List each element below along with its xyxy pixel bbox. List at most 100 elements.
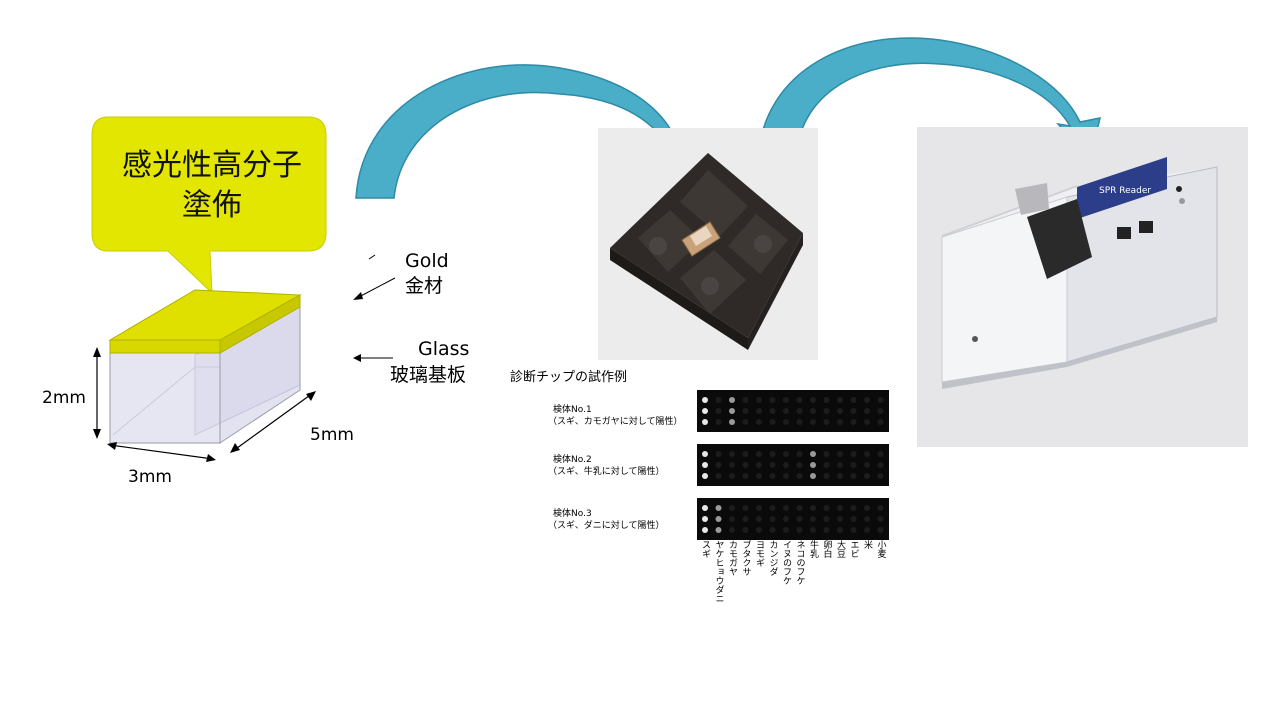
spot <box>796 408 803 414</box>
spot <box>864 397 870 403</box>
spot <box>702 451 708 457</box>
spot <box>877 462 884 468</box>
spot <box>715 397 722 403</box>
spot <box>783 505 789 511</box>
spot <box>877 408 884 414</box>
allergen-label: エビ <box>848 540 859 558</box>
spot <box>823 473 830 479</box>
label-glass-jp: 玻璃基板 <box>390 364 467 386</box>
spot <box>783 451 789 457</box>
spot <box>864 419 870 425</box>
spot <box>850 397 857 403</box>
sample-1-desc: （スギ、カモガヤに対して陽性） <box>548 417 683 427</box>
spot <box>742 397 749 403</box>
spot <box>837 419 843 425</box>
allergen-label: ヤケヒョウダニ <box>713 540 724 603</box>
spot <box>877 473 884 479</box>
spot <box>702 473 708 479</box>
spot <box>783 419 789 425</box>
spot <box>823 451 830 457</box>
spot <box>850 473 857 479</box>
spot <box>837 516 843 522</box>
sample-3-desc: （スギ、ダニに対して陽性） <box>548 521 665 531</box>
spot <box>850 408 857 414</box>
spot <box>823 408 830 414</box>
spot <box>877 516 884 522</box>
spot <box>769 462 776 468</box>
spot <box>877 419 884 425</box>
spot <box>769 408 776 414</box>
spot <box>864 462 870 468</box>
spot <box>742 473 749 479</box>
spot <box>742 527 749 533</box>
spot <box>715 527 722 533</box>
allergen-label: イヌのフケ <box>781 540 791 585</box>
spot <box>850 419 857 425</box>
spot <box>783 397 789 403</box>
arrow-to-reader <box>757 37 1102 162</box>
spot <box>810 527 816 533</box>
dim-width: 3mm <box>128 467 172 487</box>
spot <box>715 462 722 468</box>
spot <box>769 397 776 403</box>
chip-holder-photo <box>598 128 818 360</box>
spot <box>729 451 735 457</box>
spot <box>729 397 735 403</box>
spot <box>756 462 762 468</box>
spot <box>837 408 843 414</box>
dim-height: 2mm <box>42 388 86 408</box>
allergen-label: 牛乳 <box>808 540 818 558</box>
spot <box>864 527 870 533</box>
spot <box>783 462 789 468</box>
spot <box>850 516 857 522</box>
spot <box>850 505 857 511</box>
spot <box>823 505 830 511</box>
spot <box>715 451 722 457</box>
spot <box>877 397 884 403</box>
spot <box>810 451 816 457</box>
allergen-label: カンジダ <box>767 540 778 576</box>
allergen-label: カモガヤ <box>727 540 737 576</box>
strip-3 <box>697 498 889 540</box>
strip-2 <box>697 444 889 486</box>
spot <box>769 516 776 522</box>
callout-line1: 感光性高分子 <box>122 148 302 183</box>
spot <box>864 473 870 479</box>
callout-line2: 塗佈 <box>182 188 242 223</box>
spot <box>810 462 816 468</box>
strip-1 <box>697 390 889 432</box>
spot <box>823 419 830 425</box>
spot <box>837 397 843 403</box>
callout-text: 感光性高分子 塗佈 <box>102 146 322 226</box>
spot <box>769 419 776 425</box>
allergen-label: 卵白 <box>821 540 832 558</box>
spot <box>850 451 857 457</box>
spot <box>742 408 749 414</box>
spot <box>823 516 830 522</box>
spot <box>877 527 884 533</box>
spot <box>742 462 749 468</box>
spot <box>756 505 762 511</box>
spot <box>823 462 830 468</box>
spot <box>702 419 708 425</box>
spot <box>756 516 762 522</box>
spot <box>756 527 762 533</box>
spot <box>715 505 722 511</box>
allergen-label: 大豆 <box>835 540 845 558</box>
spot <box>715 473 722 479</box>
spot <box>783 473 789 479</box>
dim-depth: 5mm <box>310 425 354 445</box>
spot <box>702 527 708 533</box>
spot <box>742 516 749 522</box>
spot <box>837 451 843 457</box>
spot <box>877 505 884 511</box>
spot <box>810 516 816 522</box>
spot <box>702 462 708 468</box>
spot <box>756 397 762 403</box>
spot <box>796 516 803 522</box>
spot <box>756 451 762 457</box>
chip-box <box>93 289 316 462</box>
spot <box>729 516 735 522</box>
spot <box>702 397 708 403</box>
spot <box>810 473 816 479</box>
